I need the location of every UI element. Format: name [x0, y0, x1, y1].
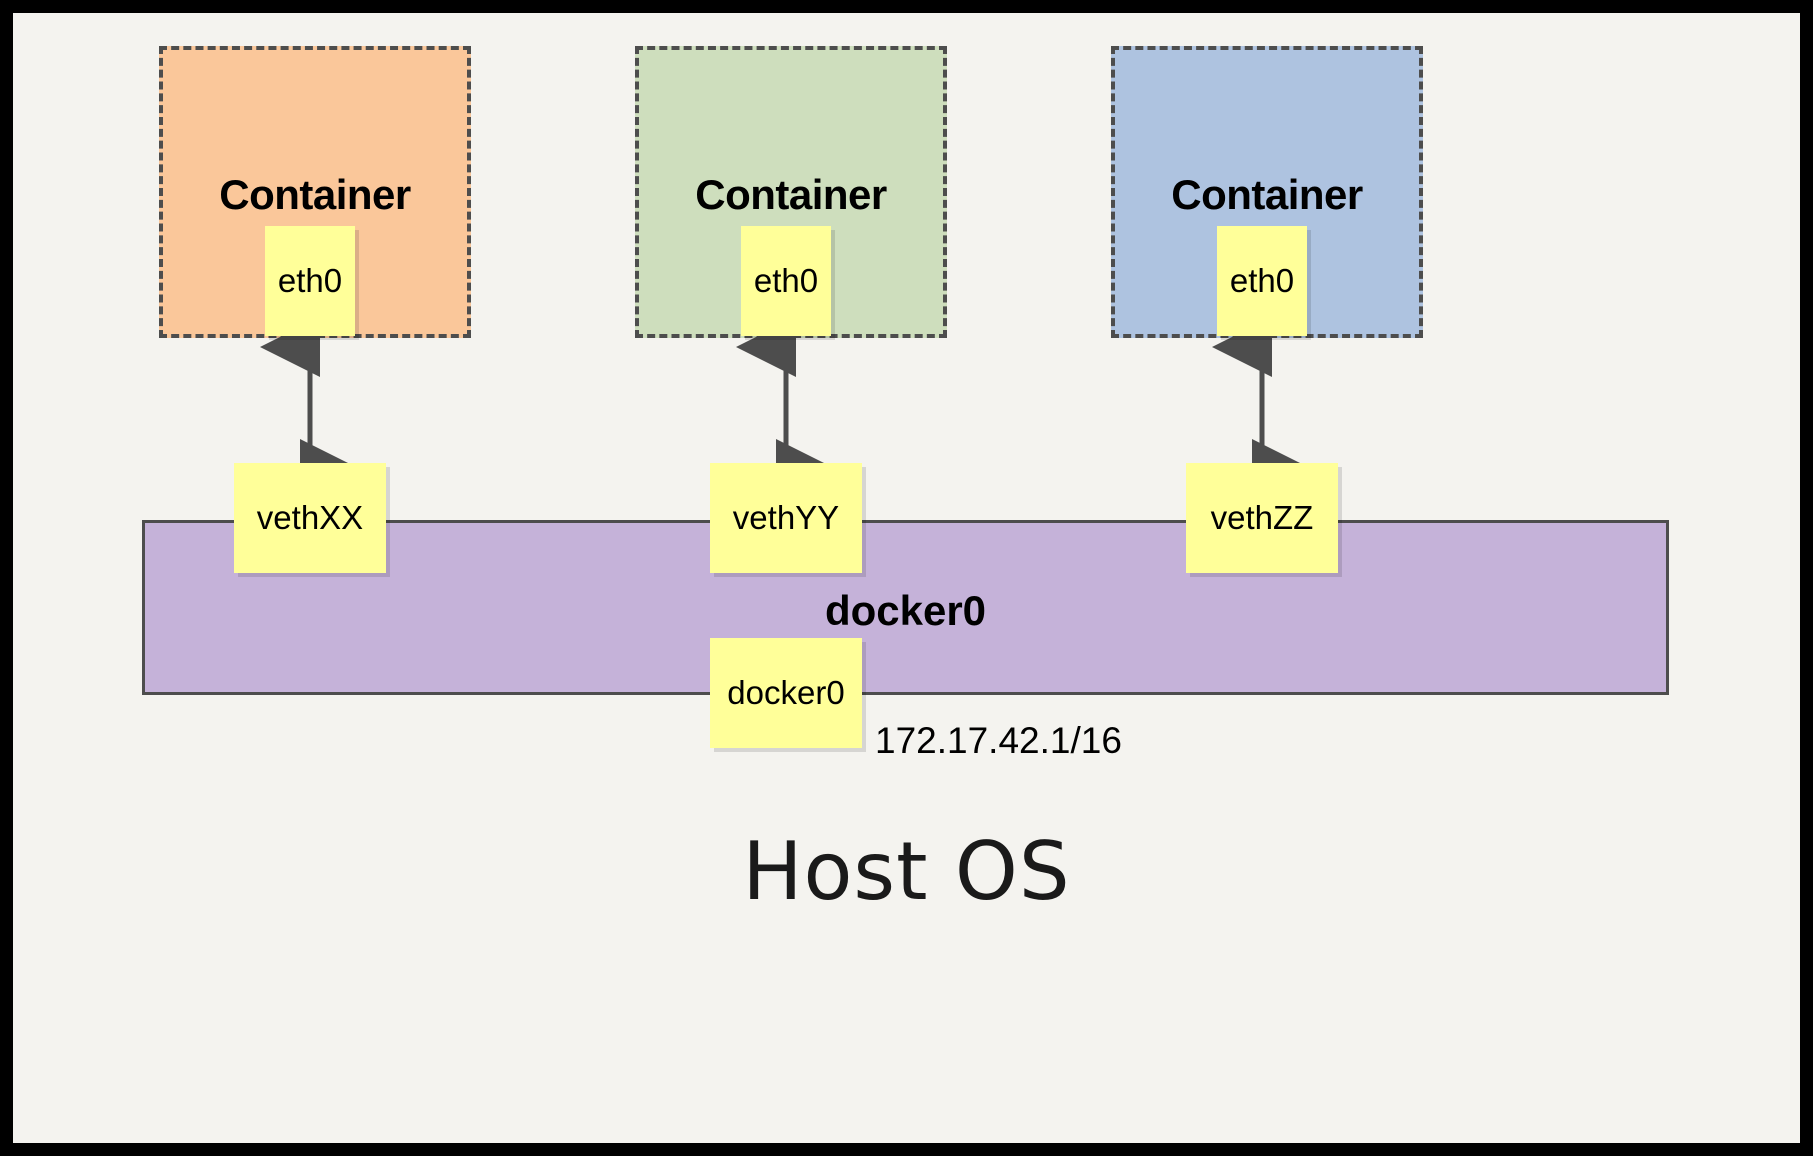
bridge-ip-label: 172.17.42.1/16	[875, 720, 1122, 761]
eth0-note-label-3: eth0	[1229, 262, 1295, 299]
eth0-note-label-1: eth0	[277, 262, 343, 299]
veth-note-1: vethXX	[234, 463, 386, 573]
container-title-3: Container	[1171, 171, 1363, 218]
eth0-note-3: eth0	[1217, 226, 1307, 336]
docker0-bridge-label: docker0	[824, 587, 987, 634]
docker0-port-note: docker0	[710, 638, 862, 748]
container-title-1: Container	[219, 171, 411, 218]
arrow-eth0-vethxx	[260, 317, 360, 499]
eth0-note-1: eth0	[265, 226, 355, 336]
diagram-paper: Container eth0 Container eth0 Container …	[13, 13, 1800, 1143]
arrow-eth0-vethyy	[736, 317, 836, 499]
veth-note-2: vethYY	[710, 463, 862, 573]
veth-note-3: vethZZ	[1186, 463, 1338, 573]
arrow-eth0-vethzz	[1212, 317, 1312, 499]
docker0-port-note-label: docker0	[727, 674, 845, 711]
container-title-2: Container	[695, 171, 887, 218]
docker0-bridge-bar	[142, 520, 1669, 695]
eth0-note-label-2: eth0	[753, 262, 819, 299]
veth-note-label-1: vethXX	[256, 499, 364, 536]
host-os-label: Host OS	[742, 825, 1071, 918]
eth0-note-2: eth0	[741, 226, 831, 336]
veth-note-label-3: vethZZ	[1210, 499, 1314, 536]
veth-note-label-2: vethYY	[732, 499, 840, 536]
